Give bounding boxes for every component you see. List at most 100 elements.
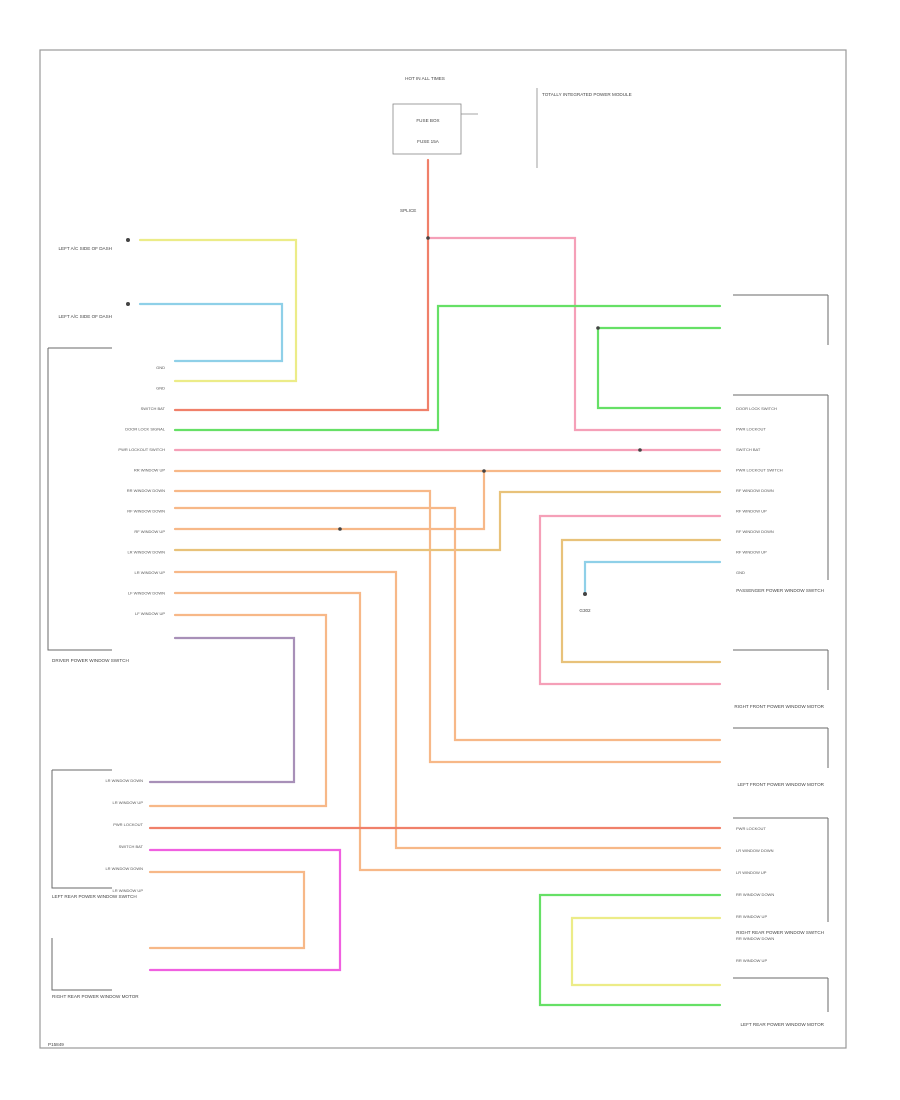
- splice-dot-1: [596, 326, 600, 330]
- wire-switch-bat-rear: [148, 848, 342, 972]
- right-rear-switch-bracket: [733, 817, 829, 922]
- lr-pins-label-6: RR WINDOW UP: [736, 958, 767, 963]
- wire-rr-window-down: [173, 489, 722, 764]
- right-conn-top-bracket: [733, 294, 829, 345]
- fuse-box-label: FUSE BOX: [416, 118, 439, 123]
- left-conn-1-label: LEFT A/C SIDE OF DASH: [58, 246, 112, 251]
- left-rear-pins: PWR LOCKOUT LR WINDOW DOWN LR WINDOW UP RR …: [736, 826, 774, 963]
- left-pins-label-10: LR WINDOW UP: [135, 570, 166, 575]
- wire-ground-1: [138, 238, 298, 383]
- top-note-label: TOTALLY INTEGRATED POWER MODULE: [542, 92, 632, 97]
- right-front-motor-bracket: [733, 649, 829, 690]
- wires-layer: [138, 158, 722, 1007]
- rr-pins-label-5: LR WINDOW UP: [113, 888, 144, 893]
- splice-dot-0: [426, 236, 430, 240]
- connector-brackets: [47, 294, 829, 1012]
- right-rear-pins: LR WINDOW DOWN LR WINDOW UP PWR LOCKOUT SWI…: [105, 778, 143, 893]
- wire-ground-2: [138, 302, 284, 363]
- left-front-motor-bracket: [733, 727, 829, 768]
- rr-pins-label-3: SWITCH BAT: [119, 844, 144, 849]
- top-source-label: HOT IN ALL TIMES: [405, 76, 445, 81]
- lr-pins-label-1: LR WINDOW DOWN: [736, 848, 774, 853]
- wire-battery-to-passenger: [426, 236, 722, 432]
- left-pins-label-9: LR WINDOW DOWN: [127, 550, 165, 555]
- diagram-frame: [39, 49, 847, 1049]
- lr-pins-label-0: PWR LOCKOUT: [736, 826, 766, 831]
- right-pins-label-3: PWR LOCKOUT SWITCH: [736, 468, 783, 473]
- left-accessory-connectors: LEFT A/C SIDE OF DASH LEFT A/C SIDE OF D…: [58, 238, 130, 319]
- left-rear-switch-bracket: [51, 769, 112, 889]
- wire-switch-bat-feed: [173, 158, 430, 412]
- passenger-switch-bracket: [733, 394, 829, 580]
- wire-lr-motor-down: [538, 893, 722, 1007]
- left-pins-label-7: RF WINDOW DOWN: [127, 509, 165, 514]
- right-front-motor-label: RIGHT FRONT POWER WINDOW MOTOR: [734, 704, 824, 709]
- left-pins-label-3: DOOR LOCK SIGNAL: [125, 427, 166, 432]
- right-rear-motor-bracket: [51, 938, 112, 991]
- left-rear-switch-label: LEFT REAR POWER WINDOW SWITCH: [52, 894, 137, 899]
- splice-note-label: SPLICE: [400, 208, 416, 213]
- wire-lr-motor-up: [570, 916, 722, 987]
- right-rear-switch-label: RIGHT REAR POWER WINDOW SWITCH: [736, 930, 824, 935]
- driver-switch-bracket: [47, 347, 112, 651]
- left-front-motor-label: LEFT FRONT POWER WINDOW MOTOR: [737, 782, 824, 787]
- rr-pins-label-2: PWR LOCKOUT: [113, 822, 143, 827]
- wire-lf-motor: [173, 506, 722, 742]
- lr-pins-label-5: RR WINDOW DOWN: [736, 936, 774, 941]
- fuse-label: FUSE 15A: [417, 139, 440, 144]
- left-pins-label-12: LF WINDOW UP: [135, 611, 165, 616]
- rr-pins-label-1: LR WINDOW UP: [113, 800, 144, 805]
- left-pins-label-8: RF WINDOW UP: [134, 529, 165, 534]
- ground-terminal-2: [126, 302, 130, 306]
- left-conn-2-label: LEFT A/C SIDE OF DASH: [58, 314, 112, 319]
- left-pins-label-11: LF WINDOW DOWN: [128, 591, 165, 596]
- lr-pins-label-2: LR WINDOW UP: [736, 870, 767, 875]
- footer-code: P15849: [48, 1042, 64, 1047]
- ground-terminal-3: [583, 592, 587, 596]
- passenger-switch-label: PASSENGER POWER WINDOW SWITCH: [736, 588, 824, 593]
- left-pins-label-6: RR WINDOW DOWN: [127, 488, 165, 493]
- rr-pins-label-4: LR WINDOW DOWN: [105, 866, 143, 871]
- wire-rf-window-down: [173, 469, 486, 531]
- component-labels: DRIVER POWER WINDOW SWITCH PASSENGER POW…: [48, 588, 825, 1047]
- passenger-switch-pins: DOOR LOCK SWITCH PWR LOCKOUT SWITCH BAT PWR…: [736, 406, 783, 575]
- wire-rr-motor: [148, 870, 306, 950]
- right-pins-label-8: GND: [736, 570, 745, 575]
- splice-dot-3: [338, 527, 342, 531]
- right-pins-label-1: PWR LOCKOUT: [736, 427, 766, 432]
- left-pins-label-4: PWR LOCKOUT SWITCH: [118, 447, 165, 452]
- left-pins-label-1: GND: [156, 386, 165, 391]
- wire-lr-window-up: [173, 591, 722, 872]
- left-rear-motor-label: LEFT REAR POWER WINDOW MOTOR: [740, 1022, 824, 1027]
- ground-right-label: G302: [579, 608, 591, 613]
- wire-door-lock-signal: [173, 304, 722, 432]
- ground-terminal-1: [126, 238, 130, 242]
- top-source-group: HOT IN ALL TIMES FUSE BOX FUSE 15A TOTAL…: [392, 76, 632, 213]
- wire-lf-window-up: [148, 636, 296, 784]
- right-pins-label-0: DOOR LOCK SWITCH: [736, 406, 777, 411]
- wire-lf-window-down: [148, 613, 328, 808]
- wire-lr-window-down: [173, 570, 722, 850]
- left-pins-label-5: RR WINDOW UP: [134, 468, 165, 473]
- rr-pins-label-0: LR WINDOW DOWN: [105, 778, 143, 783]
- lr-pins-label-3: RR WINDOW DOWN: [736, 892, 774, 897]
- splice-dot-2: [482, 469, 486, 473]
- right-pins-label-7: RF WINDOW UP: [736, 550, 767, 555]
- right-rear-motor-label: RIGHT REAR POWER WINDOW MOTOR: [52, 994, 139, 999]
- right-pins-label-5: RF WINDOW UP: [736, 509, 767, 514]
- fuse-box: [392, 103, 462, 155]
- right-pins-label-2: SWITCH BAT: [736, 447, 761, 452]
- wire-rf-motor-up: [560, 538, 722, 664]
- left-rear-motor-bracket: [733, 977, 829, 1012]
- wire-ground-right: [583, 560, 722, 596]
- right-pins-label-6: RF WINDOW DOWN: [736, 529, 774, 534]
- splice-dot-4: [638, 448, 642, 452]
- right-pins-label-4: RF WINDOW DOWN: [736, 488, 774, 493]
- left-pins-label-2: SWITCH BAT: [141, 406, 166, 411]
- lr-pins-label-4: RR WINDOW UP: [736, 914, 767, 919]
- driver-switch-label: DRIVER POWER WINDOW SWITCH: [52, 658, 129, 663]
- wire-rf-window-up: [173, 490, 722, 552]
- wire-pwr-lockout-loop: [596, 326, 722, 410]
